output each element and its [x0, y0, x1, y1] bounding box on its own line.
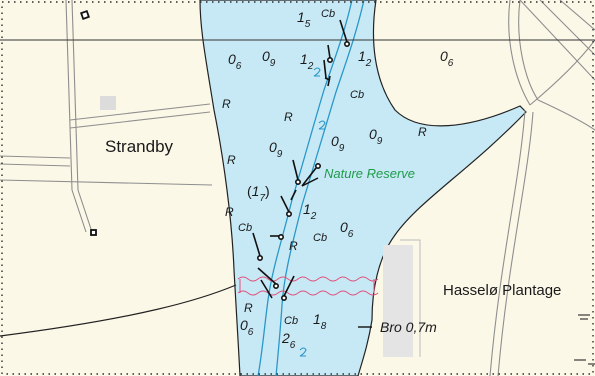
landmark-square-north [80, 10, 90, 20]
sounding: 26 [281, 330, 296, 351]
sounding: 09 [269, 139, 283, 160]
marsh-symbols [574, 314, 595, 365]
coast-line-west [0, 284, 237, 337]
seabed-cb-4: Cb [313, 232, 327, 244]
seabed-r-7: R [244, 301, 253, 315]
channel-line-left [257, 0, 353, 376]
label-bridge: Bro 0,7m [380, 319, 437, 335]
sounding: 12 [300, 51, 314, 72]
seabed-r-1: R [222, 97, 231, 111]
seabed-r-6: R [289, 239, 298, 253]
channel-line-right [275, 0, 365, 376]
seabed-r-3: R [418, 125, 427, 139]
sounding: 06 [240, 317, 254, 338]
submarine-cable [237, 276, 379, 296]
sounding: 15 [297, 9, 311, 30]
sounding: 06 [340, 219, 354, 240]
seabed-cb-3: Cb [238, 222, 252, 234]
seabed-cb-1: Cb [321, 8, 335, 20]
built-area [383, 245, 413, 357]
sounding-bracketed: (17) [247, 183, 270, 204]
sounding: 06 [440, 48, 454, 69]
beacon-marks [252, 19, 350, 301]
nature-reserve-marker [301, 177, 319, 187]
seabed-r-4: R [227, 153, 236, 167]
landmark-square-south [90, 229, 97, 236]
sounding: 09 [369, 126, 383, 147]
label-nature-reserve: Nature Reserve [324, 166, 415, 181]
seabed-r-5: R [225, 205, 234, 219]
channel-depth-markers [299, 67, 326, 357]
sounding: 06 [228, 51, 242, 72]
sounding: 12 [358, 48, 372, 69]
built-area-edge [400, 239, 421, 357]
sounding: 09 [262, 48, 276, 69]
sounding: 18 [313, 311, 327, 332]
sounding: 12 [303, 201, 317, 222]
water-body [199, 0, 527, 376]
seabed-cb-2: Cb [350, 89, 364, 101]
label-hasselo-plantage: Hasselø Plantage [443, 282, 561, 299]
seabed-r-2: R [284, 110, 293, 124]
sounding: 09 [331, 133, 345, 154]
built-area-small [100, 96, 116, 110]
label-strandby: Strandby [105, 137, 174, 156]
seabed-cb-5: Cb [284, 315, 298, 327]
